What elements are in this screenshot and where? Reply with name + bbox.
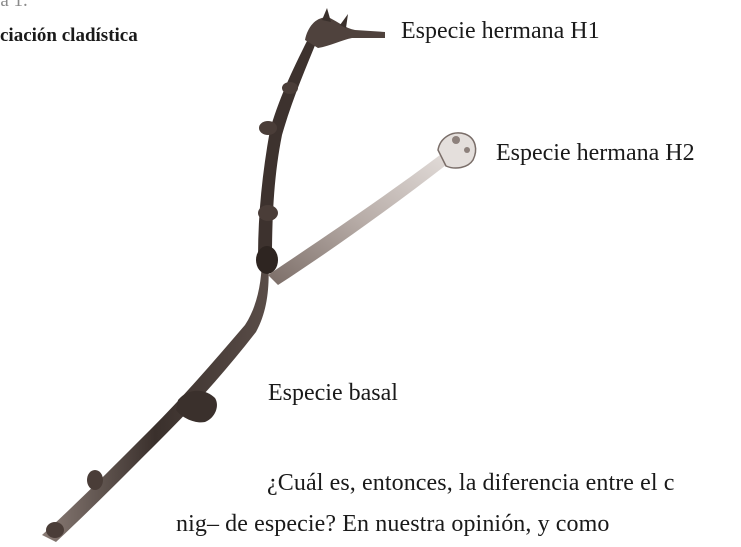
paragraph-line: nig– de especie? En nuestra opinión, y c… (176, 511, 610, 538)
stem-to-h1 (258, 35, 318, 262)
basal-bud (176, 391, 217, 423)
label-sister-species-h2: Especie hermana H2 (496, 140, 695, 167)
main-stem (42, 255, 269, 542)
node-knot (87, 470, 103, 490)
stem-to-h2 (268, 155, 450, 285)
label-basal-species: Especie basal (268, 380, 398, 407)
node-knot (46, 522, 64, 538)
node-knot (259, 121, 277, 135)
node-knot (282, 82, 298, 94)
node-knot (258, 205, 278, 221)
h2-bud (452, 136, 460, 144)
node-knot (256, 246, 278, 274)
paragraph-line: ¿Cuál es, entonces, la diferencia entre … (267, 470, 675, 497)
h1-bud (322, 8, 331, 22)
h2-bud (464, 147, 470, 153)
label-sister-species-h1: Especie hermana H1 (401, 18, 600, 45)
